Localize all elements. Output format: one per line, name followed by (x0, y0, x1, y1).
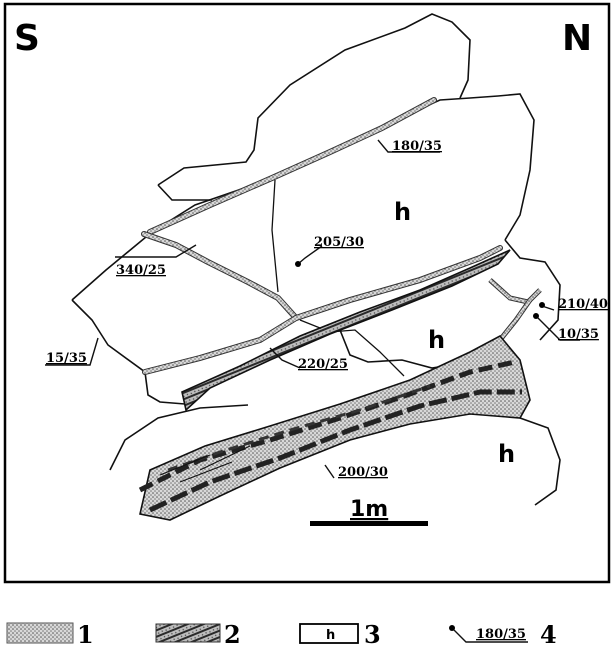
legend-2-number: 2 (224, 620, 241, 649)
legend-2-swatch (156, 624, 220, 642)
dip-marker-210-40 (539, 302, 545, 308)
legend-1-swatch (7, 623, 73, 643)
host-rock-label-lower: h (498, 440, 515, 468)
legend-3-number: 3 (364, 620, 381, 649)
south-label: S (14, 18, 40, 59)
north-label: N (562, 18, 592, 59)
measurement-10-35: 10/35 (558, 327, 599, 342)
legend-1-number: 1 (77, 620, 94, 649)
map-frame (5, 4, 609, 582)
dip-marker-10-35 (533, 313, 539, 319)
legend-4-symbol-text: 180/35 (476, 627, 526, 642)
legend-3-symbol-text: h (326, 628, 335, 643)
measurement-205-30: 205/30 (314, 235, 364, 250)
dip-marker-205-30 (295, 261, 301, 267)
legend-4-number: 4 (540, 620, 557, 649)
host-rock-label-middle: h (428, 326, 445, 354)
measurement-340-25: 340/25 (116, 263, 166, 278)
host-rock-label-upper: h (394, 198, 411, 226)
measurement-15-35: 15/35 (46, 351, 87, 366)
measurement-220-25: 220/25 (298, 357, 348, 372)
scale-bar (310, 521, 428, 526)
measurement-180-35: 180/35 (392, 139, 442, 154)
measurement-200-30: 200/30 (338, 465, 388, 480)
measurement-210-40: 210/40 (558, 297, 608, 312)
legend-4-dip-marker (449, 625, 455, 631)
scale-bar-label: 1m (350, 497, 388, 522)
